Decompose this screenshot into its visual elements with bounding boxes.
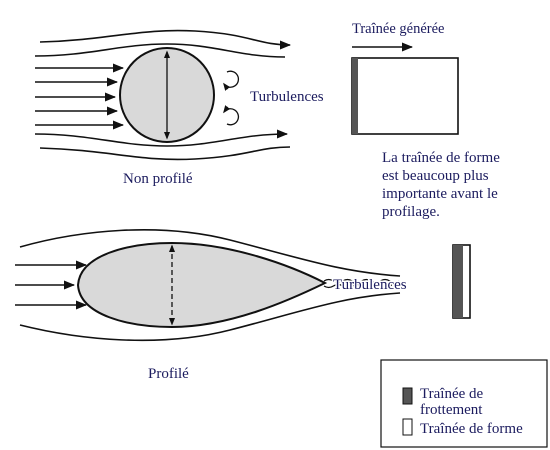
- profiled-body: [76, 241, 328, 329]
- streamline-profiled-bottom: [19, 292, 401, 342]
- legend: Traînée de frottement Traînée de forme: [380, 359, 548, 448]
- wake-turbulence-upper: [323, 278, 400, 284]
- generated-drag-label: Traînée générée: [352, 21, 444, 37]
- friction-drag-portion-non-profiled: [352, 58, 358, 134]
- non-profiled-flow: Turbulences Non profilé: [34, 29, 324, 187]
- note-line-1: La traînée de forme: [382, 150, 500, 166]
- friction-drag-portion-profiled: [453, 245, 463, 318]
- wake-turbulence-lower: [323, 283, 400, 289]
- profiled-caption: Profilé: [148, 366, 189, 382]
- note-line-2: est beaucoup plus: [382, 168, 489, 184]
- turbulence-curl-upper-icon: [223, 70, 240, 91]
- streamline-profiled-top: [19, 228, 401, 277]
- top-turbulence-label: Turbulences: [250, 89, 324, 105]
- legend-label-friction-line-1: Traînée de: [420, 386, 484, 402]
- streamline-top-inner: [34, 43, 286, 58]
- legend-swatch-friction: [402, 387, 413, 405]
- note-line-3: importante avant le: [382, 186, 498, 202]
- legend-label-friction-line-2: frottement: [420, 402, 483, 418]
- streamline-bottom-inner: [34, 129, 289, 147]
- non-profiled-caption: Non profilé: [123, 171, 193, 187]
- legend-swatch-form: [402, 418, 413, 436]
- profiled-flow: Turbulences Profilé: [15, 228, 471, 382]
- streamline-bottom-outer: [39, 146, 291, 161]
- drag-note: La traînée de forme est beaucoup plus im…: [382, 150, 500, 220]
- drag-bar-non-profiled: [351, 57, 459, 135]
- legend-label-form: Traînée de forme: [420, 421, 523, 437]
- streamline-top-outer: [39, 29, 292, 50]
- note-line-4: profilage.: [382, 204, 440, 220]
- generated-drag-panel: Traînée générée: [351, 21, 459, 135]
- turbulence-curl-lower-icon: [223, 105, 240, 126]
- bottom-turbulence-label: Turbulences: [333, 277, 407, 293]
